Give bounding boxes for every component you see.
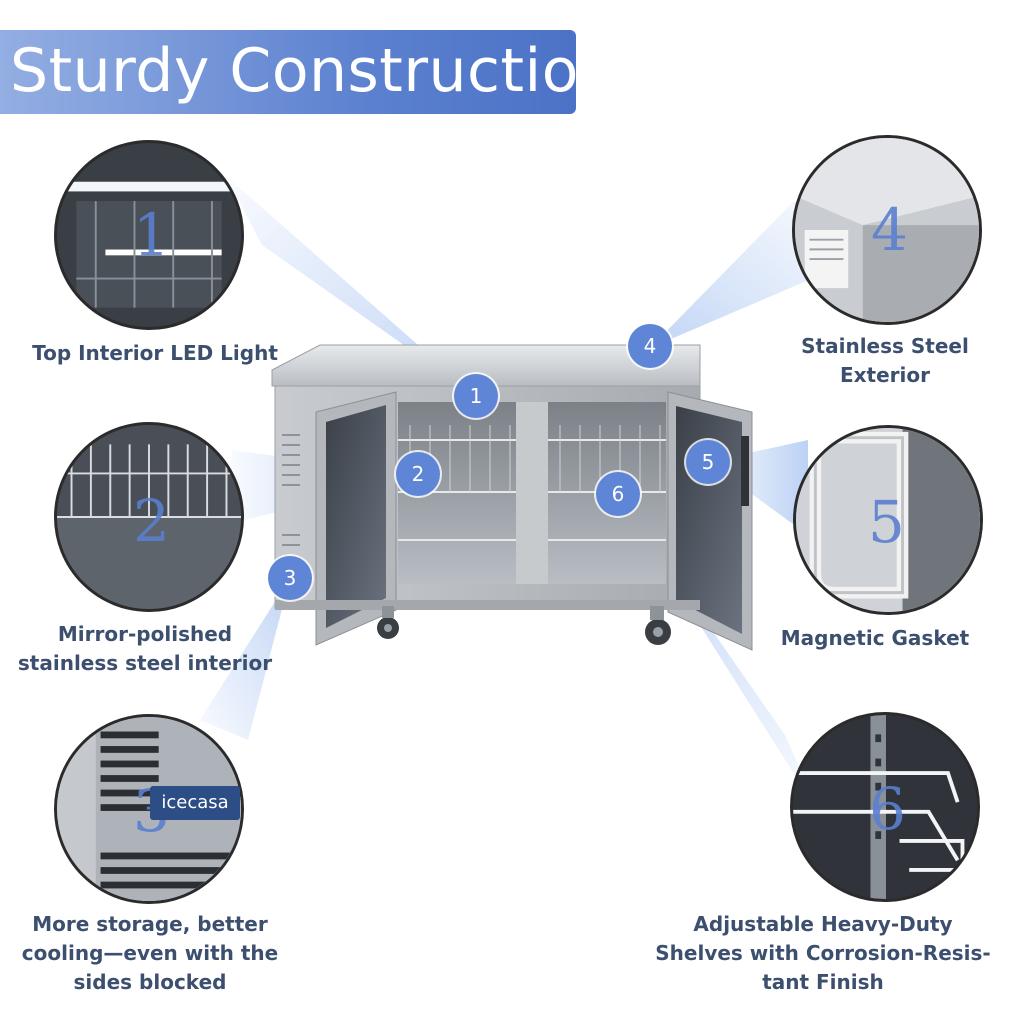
shelves-photo (793, 715, 977, 899)
feature-label-5: Magnetic Gasket (780, 626, 970, 650)
gasket-photo (796, 428, 980, 612)
feature-label-2: Mirror-polished stainless steel interior (17, 622, 273, 675)
marker-4: 4 (628, 324, 672, 368)
detail-number-2: 2 (133, 487, 170, 555)
feature-label-6: Adjustable Heavy-Duty Shelves with Corro… (655, 912, 991, 994)
detail-circle-shelves: 6 (790, 712, 980, 902)
brand-logo: icecasa (150, 786, 240, 820)
marker-1: 1 (454, 374, 498, 418)
led-light-photo (57, 143, 241, 327)
detail-number-6: 6 (869, 775, 906, 843)
detail-circle-gasket: 5 (793, 425, 983, 615)
detail-number-4: 4 (871, 196, 908, 264)
page-title: Sturdy Construction (10, 36, 618, 106)
detail-circle-exterior: 4 (792, 135, 982, 325)
exterior-photo (795, 138, 979, 322)
beam-4 (650, 200, 832, 348)
detail-number-1: 1 (133, 201, 170, 269)
title-banner: Sturdy Construction (0, 30, 617, 114)
beam-1 (225, 175, 476, 396)
feature-label-1: Top Interior LED Light (32, 341, 278, 365)
beam-3 (200, 578, 290, 740)
detail-circle-interior: 2 (54, 422, 244, 612)
marker-2: 2 (396, 452, 440, 496)
detail-number-5: 5 (868, 488, 905, 556)
marker-5: 5 (686, 440, 730, 484)
marker-3: 3 (268, 556, 312, 600)
feature-label-4: Stainless Steel Exterior (801, 334, 969, 387)
marker-6: 6 (596, 472, 640, 516)
interior-photo (57, 425, 241, 609)
detail-circle-led-light: 1 (54, 140, 244, 330)
feature-label-3: More storage, better cooling—even with t… (21, 912, 279, 994)
